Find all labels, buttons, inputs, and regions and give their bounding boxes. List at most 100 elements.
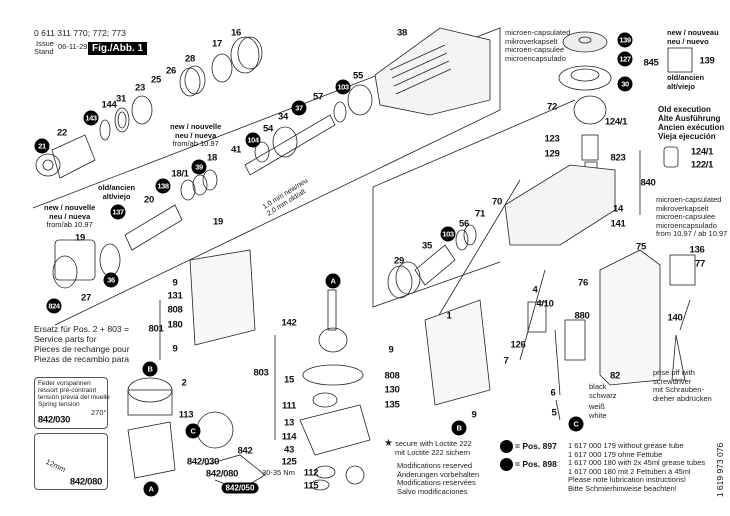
grease-callout: 37 xyxy=(291,100,307,116)
part-callout: 14 xyxy=(613,203,623,215)
connection-marker: B xyxy=(451,420,467,436)
part-callout: 144 xyxy=(101,99,117,111)
part-callout: 56 xyxy=(459,218,469,230)
part-callout: 70 xyxy=(492,196,502,208)
part-callout: 823 xyxy=(610,152,626,164)
part-callout: 139 xyxy=(699,55,715,67)
note-line: white xyxy=(589,410,607,420)
legend-label: = Pos. 897 xyxy=(515,440,557,451)
note-line: Bitte Schmierhinweise beachten! xyxy=(568,483,677,493)
part-callout: 111 xyxy=(282,400,296,412)
part-callout: 124/1 xyxy=(690,146,714,158)
old-execution-note: Old execution Alte Ausführung Ancien exé… xyxy=(658,105,724,141)
note-line: black xyxy=(589,382,607,391)
note-line: neu / nueva xyxy=(49,211,91,221)
microencapsulated-note: microen-capsulated mikroverkapselt micro… xyxy=(656,195,727,239)
note-line: secure with Loctite 222 xyxy=(395,439,472,448)
note-line: 1 617 000 180 with 2x 45ml grease tubes xyxy=(568,458,706,468)
part-callout: 122/1 xyxy=(690,159,714,171)
stand-label: Stand xyxy=(34,47,54,56)
part-callout: 123 xyxy=(544,133,560,145)
legend-label: = Pos. 898 xyxy=(515,458,557,469)
part-callout: 28 xyxy=(185,53,195,65)
connection-marker: C xyxy=(568,416,584,432)
issue-date: 06-11-29 xyxy=(58,42,88,51)
new-version-note: new / nouvelle neu / nueva from/ab 10.97 xyxy=(170,122,222,149)
part-callout: 803 xyxy=(253,367,269,379)
part-callout: 114 xyxy=(281,431,297,443)
grease-callout: 30 xyxy=(617,76,633,92)
part-callout: 141 xyxy=(610,218,626,230)
part-callout: 2 xyxy=(181,377,187,389)
loctite-note: ★ secure with Loctite 222 mit Loctite 22… xyxy=(384,439,472,457)
note-line: alt/viejo xyxy=(667,81,695,91)
part-callout: 180 xyxy=(167,319,183,331)
service-parts-note: Ersatz für Pos. 2 + 803 = Service parts … xyxy=(34,324,130,364)
part-callout: 9 xyxy=(172,277,178,289)
part-callout: 18/1 xyxy=(171,168,189,180)
part-callout: 124/1 xyxy=(604,116,628,128)
part-callout: 842/080 xyxy=(69,476,103,488)
grease-callout: 39 xyxy=(191,159,207,175)
connection-marker: B xyxy=(142,361,158,377)
part-callout: 5 xyxy=(551,407,557,419)
note-line: new / nouvelle xyxy=(44,203,96,212)
pos-897-legend: = Pos. 897 xyxy=(500,440,557,453)
note-line: Piezas de recambio para xyxy=(34,354,130,364)
figure-label: Fig./Abb. 1 xyxy=(88,42,148,55)
note-line: new / nouvelle xyxy=(170,122,222,131)
part-callout: 845 xyxy=(643,57,659,69)
black-circle-icon xyxy=(500,458,513,471)
note-line: microen-capsulated xyxy=(656,195,722,204)
pliers-inset: 12mm xyxy=(34,433,108,490)
microencapsulated-note: microen-capsulated mikroverkapselt micro… xyxy=(505,28,571,63)
note-line: 1 617 000 180 mit 2 Fettuben à 45ml xyxy=(568,466,691,476)
note-line: Service parts for xyxy=(34,334,97,344)
grease-callout: 36 xyxy=(103,272,119,288)
note-line: microen-capsulee xyxy=(656,212,716,222)
panel-outline xyxy=(32,27,501,326)
spring-tension-line: tensión previa del muelle xyxy=(38,394,110,401)
panel-outline xyxy=(372,187,501,308)
note-line: neu / nueva xyxy=(175,130,217,140)
part-callout: 23 xyxy=(135,82,145,94)
part-callout: 880 xyxy=(574,310,590,322)
part-callout: 72 xyxy=(547,101,557,113)
note-line: Modifications reserved xyxy=(397,461,473,470)
note-line: Please note lubrication instructions! xyxy=(568,475,686,485)
note-line: from/ab 10.97 xyxy=(46,220,93,230)
part-callout: 129 xyxy=(544,148,560,160)
part-callout: 131 xyxy=(167,290,183,302)
part-callout: 136 xyxy=(689,244,705,256)
note-line: from/ab 10.97 xyxy=(172,139,219,149)
grease-callout: 103 xyxy=(335,79,351,95)
grease-callout: 103 xyxy=(440,226,456,242)
grease-callout: 104 xyxy=(245,132,261,148)
note-line: Änderungen vorbehalten xyxy=(397,469,480,479)
part-callout: 125 xyxy=(281,456,297,468)
part-callout: 16 xyxy=(231,27,241,39)
pos-898-legend: = Pos. 898 xyxy=(500,458,557,471)
part-callout: 842/030 xyxy=(186,456,220,468)
part-callout: 19 xyxy=(213,216,223,228)
grease-callout: 143 xyxy=(83,110,99,126)
part-callout: 15 xyxy=(284,374,294,386)
note-line: new / nouveau xyxy=(667,28,719,37)
note-line: schwarz xyxy=(589,390,617,400)
part-callout: 4 xyxy=(532,284,538,296)
note-line: 1 617 000 179 without grease tube xyxy=(568,441,684,450)
part-callout: 842 xyxy=(237,445,253,457)
new-version-note: new / nouveau neu / nuevo xyxy=(667,28,719,46)
part-callout: 4/10 xyxy=(536,298,554,310)
part-callout: 18 xyxy=(207,152,217,164)
note-line: Pieces de rechange pour xyxy=(34,344,130,354)
note-line: Salvo modificaciones xyxy=(397,486,468,496)
note-line: Alte Ausführung xyxy=(658,114,721,123)
part-callout: 41 xyxy=(231,144,241,156)
connection-marker: A xyxy=(325,273,341,289)
note-line: microen-capsulated xyxy=(505,28,571,37)
prise-off-note: prise off with screwdriver mit Schrauben… xyxy=(653,368,712,403)
part-callout: 31 xyxy=(116,93,126,105)
part-callout: 801 xyxy=(148,323,164,335)
